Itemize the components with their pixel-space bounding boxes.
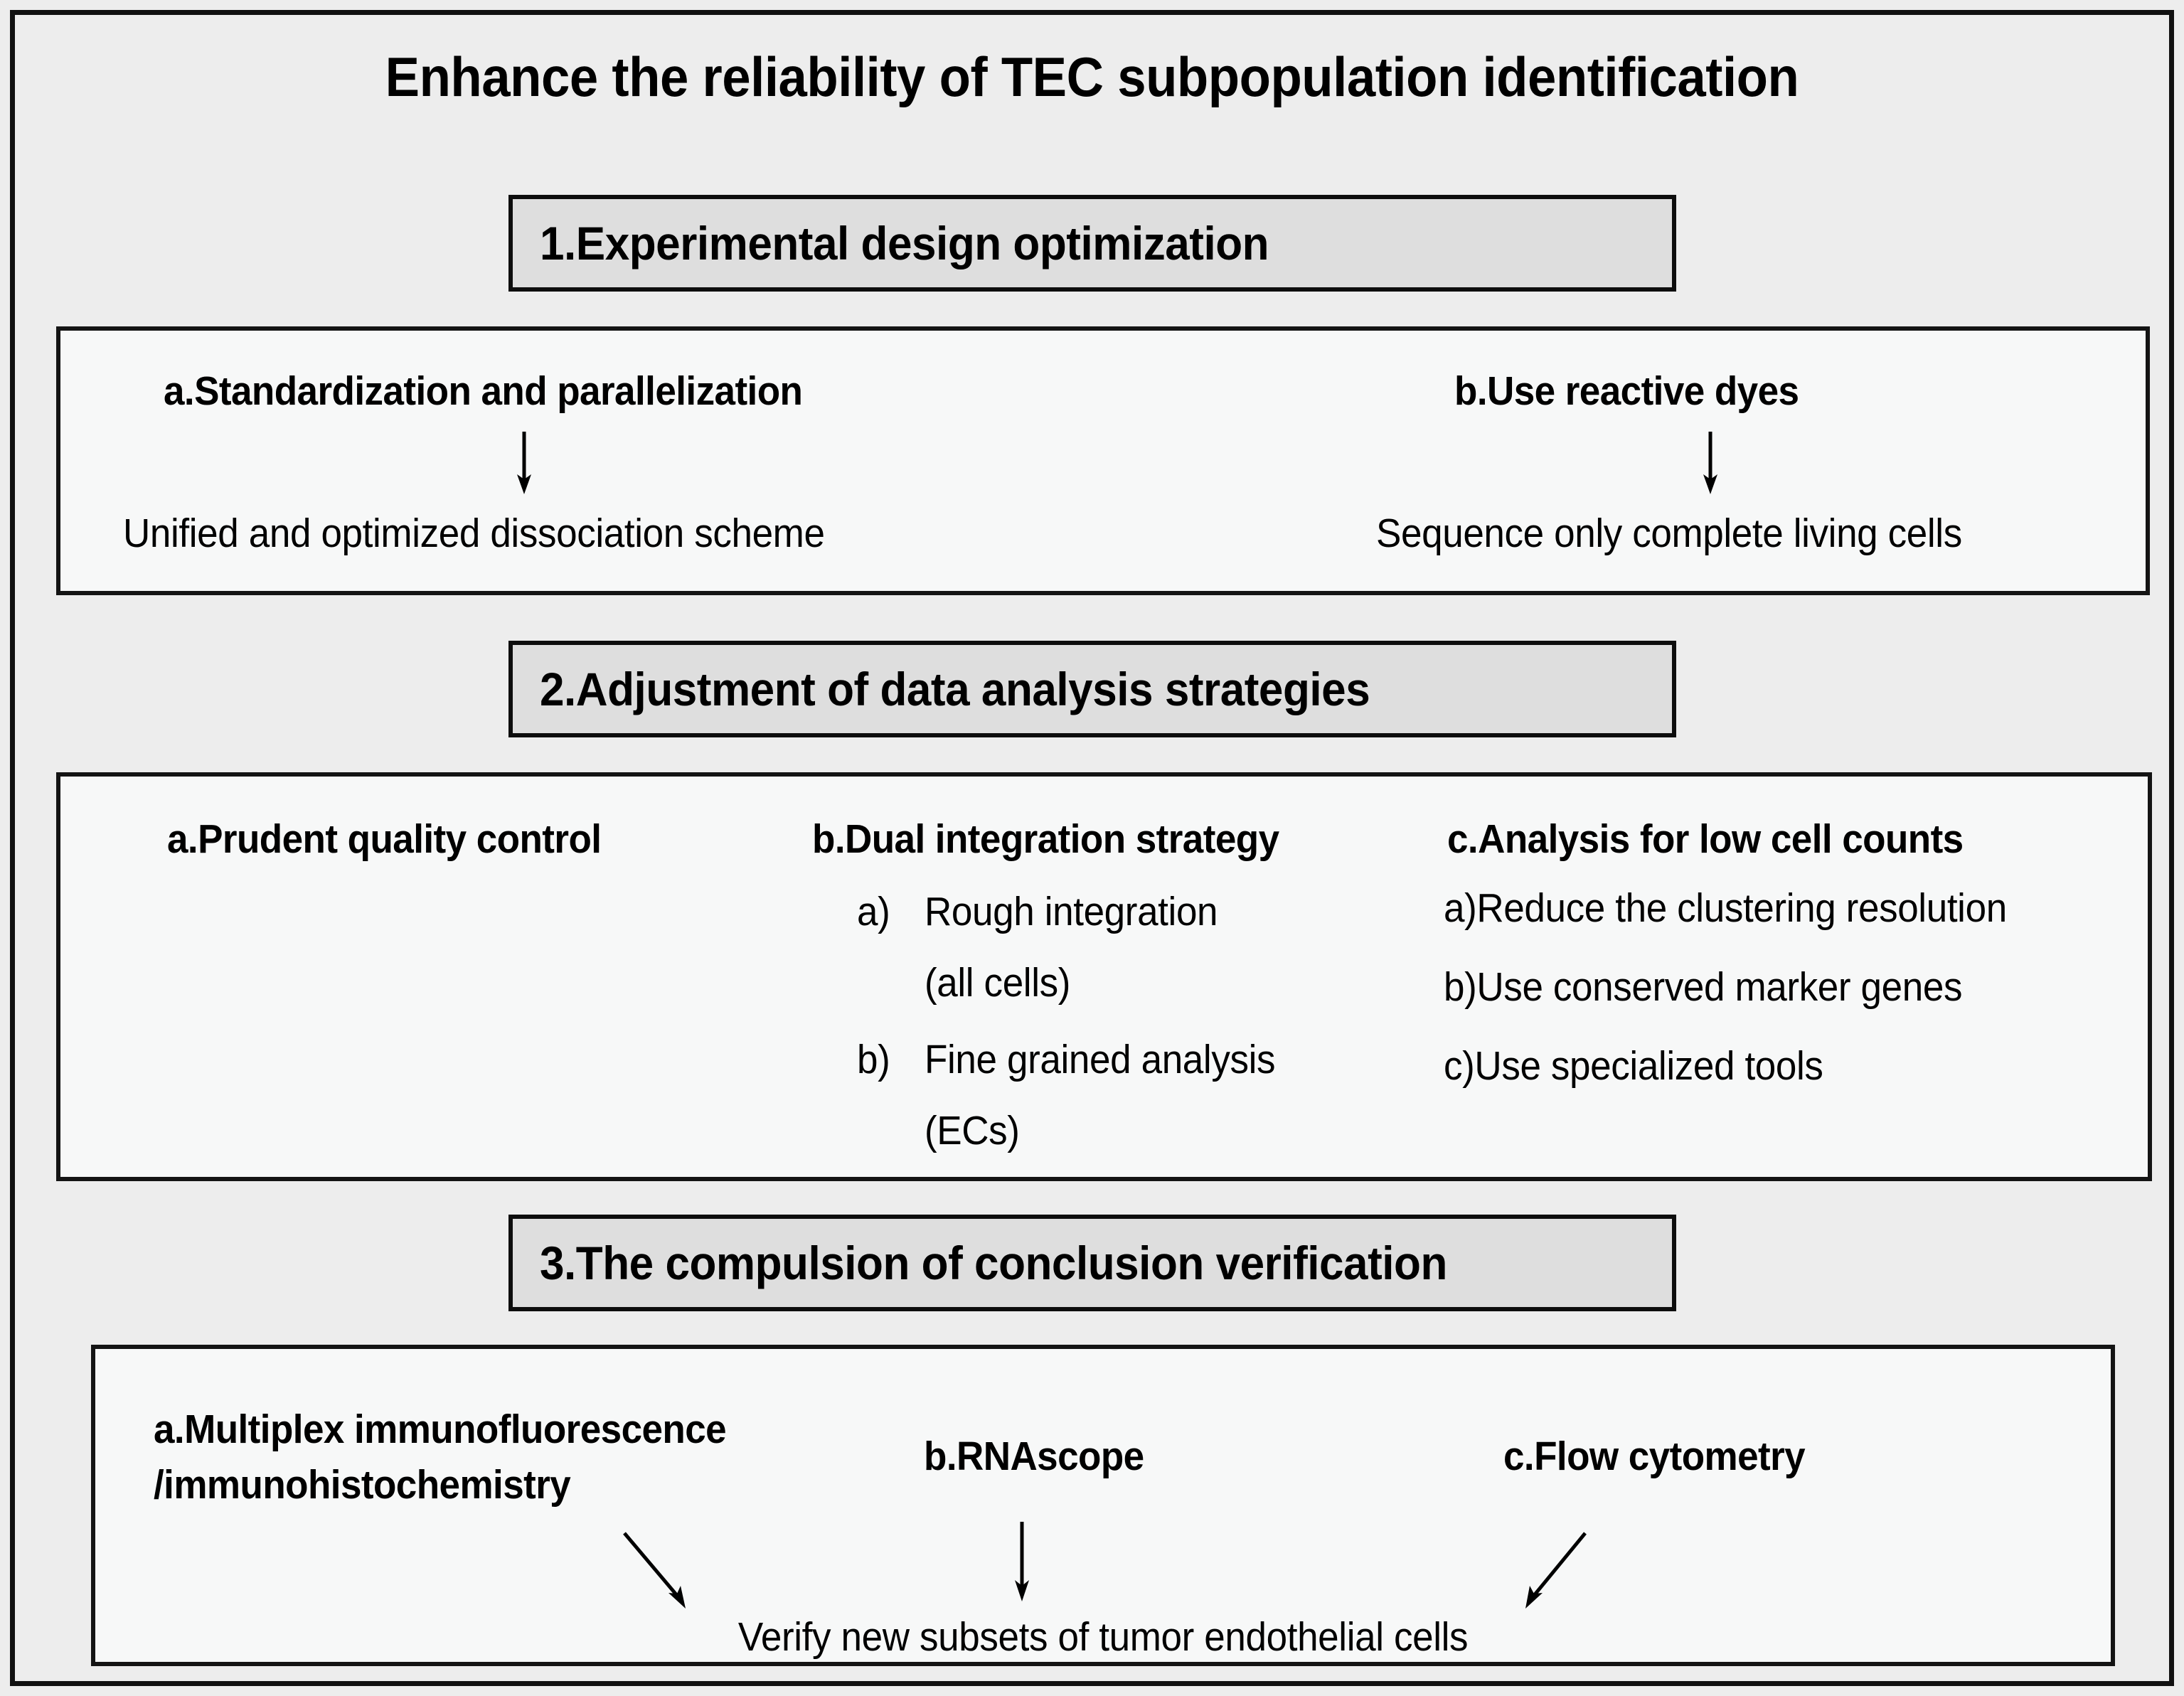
section-3-conclusion: Verify new subsets of tumor endothelial …	[737, 1614, 1469, 1660]
section-2-column-c-sub-c: c)Use specialized tools	[1444, 1042, 1823, 1090]
section-2-column-c-sub-a: a)Reduce the clustering resolution	[1444, 885, 2007, 932]
section-3-panel: a.Multiplex immunofluorescence /immunohi…	[91, 1345, 2115, 1666]
section-2-column-b-label: b.Dual integration strategy	[812, 816, 1279, 862]
section-1-item-b-result: Sequence only complete living cells	[1376, 511, 1962, 556]
section-3-method-c-label: c.Flow cytometry	[1503, 1434, 1806, 1479]
down-arrow-icon	[517, 432, 531, 494]
section-1-panel: a.Standardization and parallelization Un…	[56, 326, 2150, 595]
section-2-column-a-label: a.Prudent quality control	[167, 816, 602, 862]
section-2-column-b-sub-a-line2: (all cells)	[925, 960, 1071, 1006]
section-3-method-a-label-line1: a.Multiplex immunofluorescence	[154, 1407, 727, 1452]
diagonal-down-left-arrow-icon	[1525, 1532, 1587, 1609]
section-1-header-label: 1.Experimental design optimization	[540, 217, 1269, 270]
section-1-item-a-label: a.Standardization and parallelization	[164, 368, 803, 414]
section-2-column-c-sub-c-marker: c)	[1444, 1043, 1475, 1089]
section-2-header: 2.Adjustment of data analysis strategies	[508, 641, 1676, 737]
section-1-header: 1.Experimental design optimization	[508, 195, 1676, 292]
section-2-column-b-sub-a-marker: a)	[857, 889, 890, 934]
section-2-column-c-sub-b-text: Use conserved marker genes	[1476, 964, 1963, 1010]
section-2-column-c-sub-a-text: Reduce the clustering resolution	[1476, 885, 2007, 931]
section-1-item-b-label: b.Use reactive dyes	[1454, 368, 1799, 414]
section-2-panel: a.Prudent quality control b.Dual integra…	[56, 772, 2152, 1181]
section-2-column-c-label: c.Analysis for low cell counts	[1447, 816, 1964, 862]
section-3-header: 3.The compulsion of conclusion verificat…	[508, 1215, 1676, 1311]
section-2-header-label: 2.Adjustment of data analysis strategies	[540, 663, 1370, 715]
down-arrow-icon	[1703, 432, 1717, 494]
down-arrow-icon	[1015, 1522, 1029, 1601]
section-2-column-b-sub-b-line2: (ECs)	[925, 1108, 1020, 1153]
section-1-item-a-result: Unified and optimized dissociation schem…	[123, 511, 825, 556]
section-3-method-b-label: b.RNAscope	[924, 1434, 1144, 1479]
section-3-method-a-label-line2: /immunohistochemistry	[154, 1462, 571, 1508]
section-2-column-c-sub-c-text: Use specialized tools	[1474, 1043, 1823, 1089]
section-2-column-b-sub-b-line1: Fine grained analysis	[925, 1037, 1276, 1082]
outer-frame: Enhance the reliability of TEC subpopula…	[10, 10, 2174, 1686]
section-2-column-c-sub-b-marker: b)	[1444, 964, 1477, 1010]
section-2-column-b-sub-a-line1: Rough integration	[925, 889, 1218, 934]
figure-title: Enhance the reliability of TEC subpopula…	[385, 46, 1799, 108]
section-3-header-label: 3.The compulsion of conclusion verificat…	[540, 1237, 1447, 1289]
section-2-column-c-sub-b: b)Use conserved marker genes	[1444, 964, 1962, 1011]
diagonal-down-right-arrow-icon	[623, 1532, 686, 1609]
section-2-column-b-sub-b-marker: b)	[857, 1037, 890, 1082]
section-2-column-c-sub-a-marker: a)	[1444, 885, 1477, 931]
